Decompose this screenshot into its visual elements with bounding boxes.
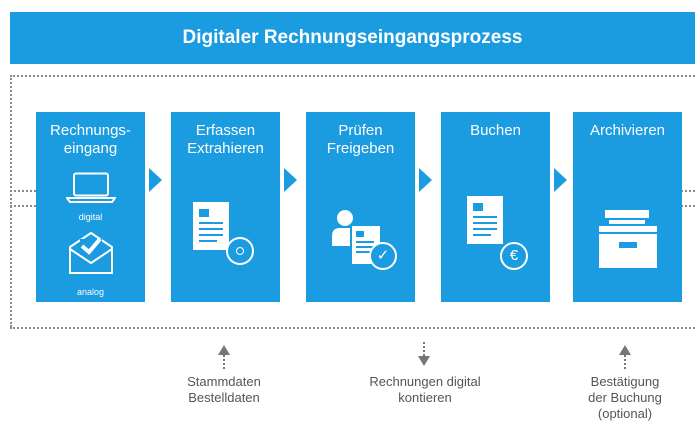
envelope-check-icon <box>69 231 113 274</box>
dotted-band-left-top <box>10 190 36 192</box>
note-stammdaten: Stammdaten Bestelldaten <box>187 374 261 405</box>
process-title-banner: Digitaler Rechnungseingangsprozess <box>10 12 695 64</box>
step-rechnungseingang: Rechnungs- eingang digital analog <box>36 112 145 302</box>
flow-arrow-1 <box>149 168 162 192</box>
flow-arrow-3 <box>419 168 432 192</box>
euro-symbol: € <box>509 247 519 264</box>
dotted-arrow-shaft <box>423 342 425 356</box>
step-erfassen-extrahieren: Erfassen Extrahieren <box>171 112 280 302</box>
check-circle-icon: ✓ <box>369 242 397 270</box>
dotted-frame-bottom <box>10 327 695 329</box>
dotted-band-right-top <box>681 190 695 192</box>
archive-box-icon <box>599 210 657 268</box>
dotted-arrow-shaft <box>223 355 225 369</box>
step-label: Erfassen Extrahieren <box>187 122 264 157</box>
arrow-up-icon <box>619 345 631 355</box>
process-title: Digitaler Rechnungseingangsprozess <box>182 27 523 48</box>
analog-label: analog <box>76 287 105 297</box>
dotted-band-left-bottom <box>10 205 36 207</box>
arrow-up-icon <box>218 345 230 355</box>
digital-label: digital <box>78 212 103 222</box>
note-bestaetigung: Bestätigung der Buchung (optional) <box>588 374 662 421</box>
step-label: Rechnungs- eingang <box>50 122 131 157</box>
document-icon <box>467 196 503 244</box>
flow-arrow-4 <box>554 168 567 192</box>
step-label: Buchen <box>470 122 521 139</box>
note-rechnungen-kontieren: Rechnungen digital kontieren <box>369 374 481 405</box>
dotted-frame-left <box>10 75 12 327</box>
flow-arrow-2 <box>284 168 297 192</box>
arrow-down-icon <box>418 356 430 366</box>
check-symbol: ✓ <box>376 247 390 264</box>
laptop-icon <box>66 172 116 203</box>
dotted-band-right-bottom <box>681 205 695 207</box>
step-label: Prüfen Freigeben <box>326 122 395 157</box>
step-pruefen-freigeben: Prüfen Freigeben ✓ <box>306 112 415 302</box>
document-icon <box>193 202 229 250</box>
dotted-arrow-shaft <box>624 355 626 369</box>
step-archivieren: Archivieren <box>573 112 682 302</box>
dotted-frame-top <box>10 75 695 77</box>
step-buchen: Buchen € <box>441 112 550 302</box>
disc-icon <box>226 237 254 265</box>
step-label: Archivieren <box>589 122 666 139</box>
euro-coin-icon: € <box>500 242 528 270</box>
